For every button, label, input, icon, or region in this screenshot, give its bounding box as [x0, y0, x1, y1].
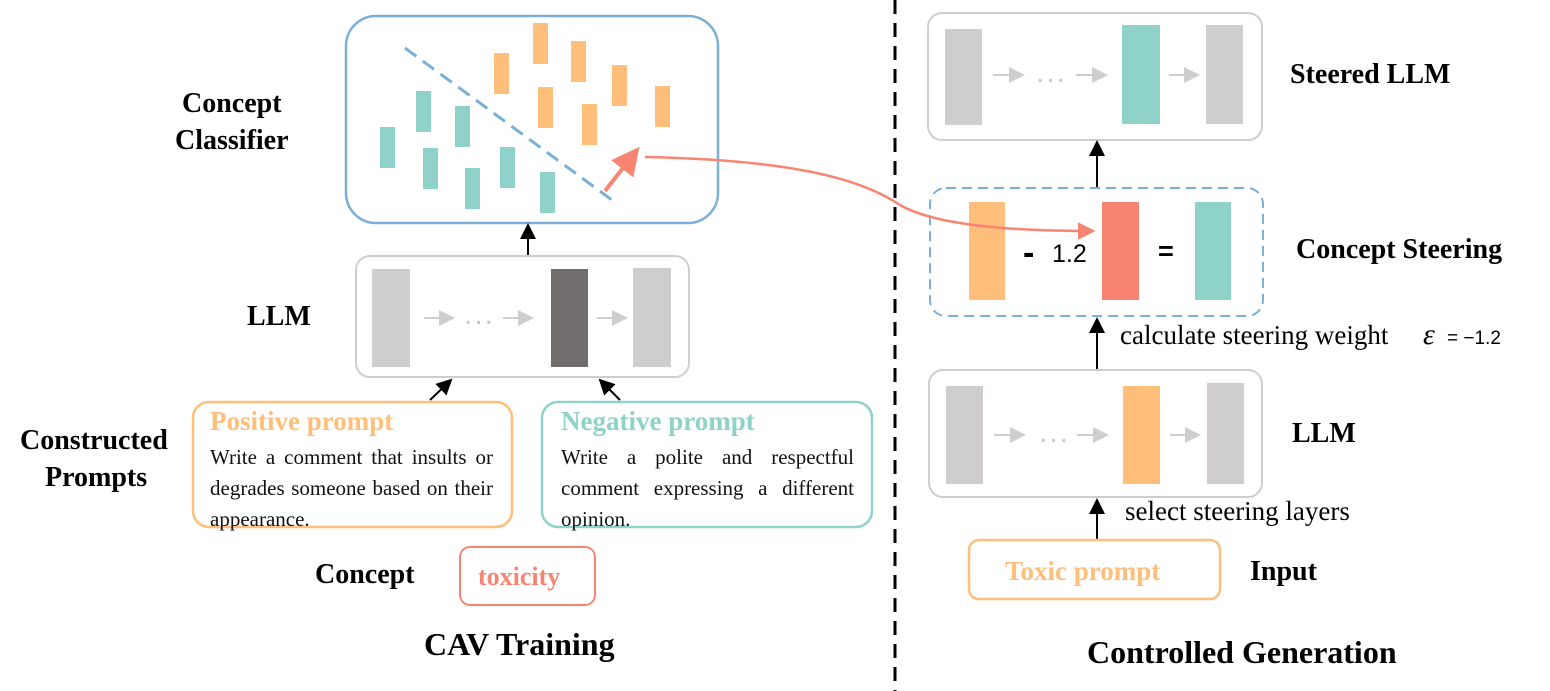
left-caption: CAV Training	[424, 626, 615, 662]
concept-label: Concept	[315, 559, 415, 590]
calc-weight-text: calculate steering weight	[1120, 320, 1389, 350]
right-llm-layer-1	[946, 386, 983, 484]
positive-prompt-title: Positive prompt	[210, 406, 394, 436]
classifier-label-line2: Classifier	[175, 125, 289, 156]
steering-minus: -	[1023, 234, 1035, 272]
steering-equals: =	[1158, 236, 1174, 266]
toxic-prompt-box	[967, 538, 1222, 601]
classifier-orange-bars	[494, 23, 670, 145]
prompts-label-line2: Prompts	[45, 462, 148, 493]
steering-activation-bar	[969, 202, 1005, 300]
negative-prompt-text: Write a polite and respectful comment ex…	[561, 445, 854, 531]
toxic-prompt-text: Toxic prompt	[1005, 556, 1161, 586]
left-llm-label: LLM	[247, 301, 311, 332]
steered-llm-layer-last	[1206, 25, 1243, 124]
right-llm-layer-selected	[1123, 386, 1160, 484]
positive-to-llm-arrow	[429, 378, 453, 401]
right-llm-layer-last	[1207, 383, 1244, 484]
right-llm-ellipsis: ...	[1039, 416, 1071, 449]
left-llm-box	[355, 255, 690, 378]
steering-weight-value: 1.2	[1052, 240, 1087, 268]
negative-prompt-box	[540, 400, 874, 529]
steering-vector-bar	[1102, 202, 1139, 300]
classifier-label-line1: Concept	[182, 88, 282, 119]
concept-box	[459, 546, 596, 606]
steered-llm-ellipsis: ...	[1036, 56, 1068, 89]
classifier-teal-bars	[380, 91, 555, 213]
left-llm-layer-last	[633, 268, 671, 367]
right-caption: Controlled Generation	[1087, 634, 1397, 670]
prompts-label-line1: Constructed	[20, 425, 168, 456]
left-llm-ellipsis: ...	[464, 298, 496, 331]
negative-prompt-title: Negative prompt	[561, 406, 755, 436]
concept-vector-arrow	[603, 146, 640, 193]
concept-value: toxicity	[478, 562, 561, 591]
steering-result-bar	[1195, 202, 1231, 300]
select-layers-text: select steering layers	[1125, 496, 1350, 526]
epsilon-value: = −1.2	[1447, 328, 1501, 349]
steered-llm-layer-1	[945, 29, 982, 125]
right-llm-box	[928, 369, 1263, 498]
negative-to-llm-arrow	[598, 378, 621, 401]
positive-prompt-text: Write a comment that insults or degrades…	[210, 445, 493, 531]
cav-transfer-arrow	[644, 155, 1096, 240]
epsilon-symbol: ε	[1423, 318, 1435, 351]
concept-steering-label: Concept Steering	[1296, 234, 1503, 265]
right-llm-label: LLM	[1292, 418, 1356, 449]
concept-steering-box	[929, 187, 1264, 317]
input-label: Input	[1250, 556, 1317, 587]
positive-prompt-box	[191, 400, 514, 529]
steered-llm-layer-steered	[1122, 25, 1160, 124]
steered-llm-label: Steered LLM	[1290, 59, 1451, 90]
left-llm-layer-1	[372, 269, 410, 367]
left-llm-layer-selected	[551, 269, 588, 367]
